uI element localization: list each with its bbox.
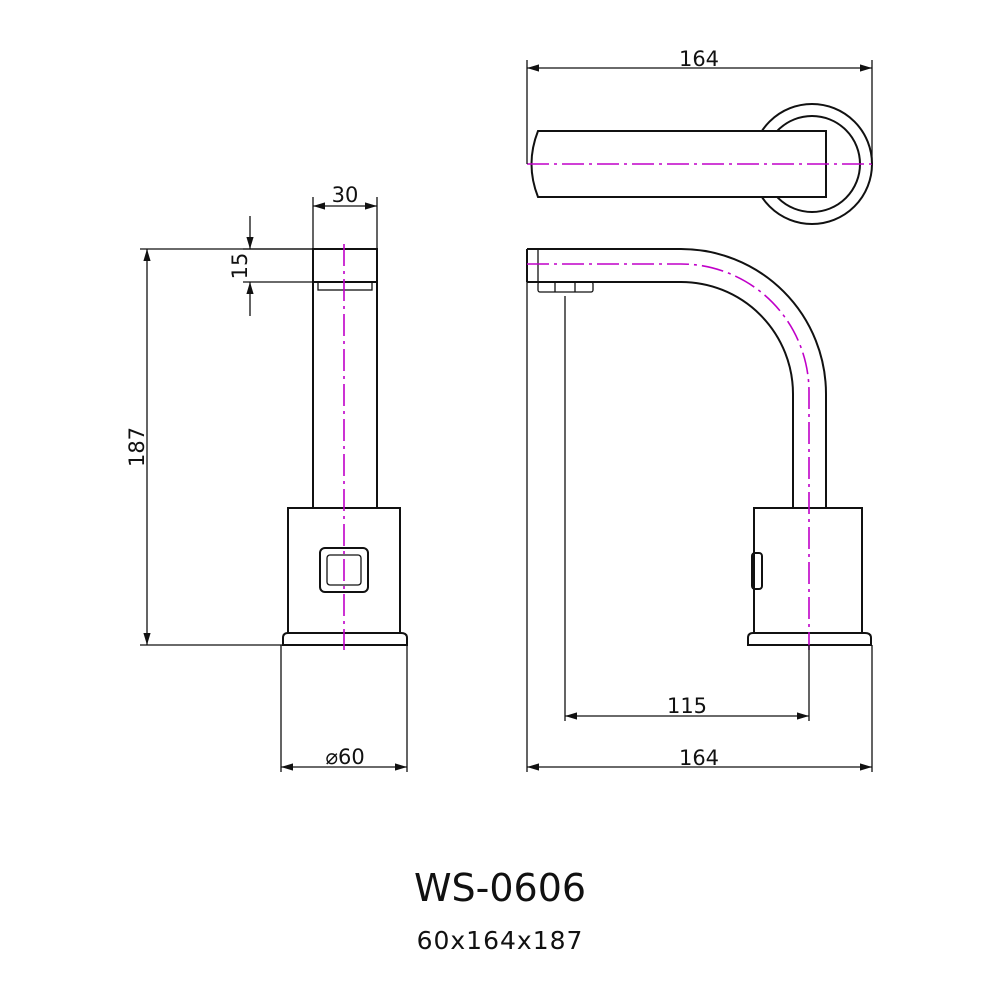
overall-size: 60x164x187 xyxy=(416,926,584,955)
front-base xyxy=(282,632,408,646)
front-aerator xyxy=(317,281,373,291)
dim-top-width: 164 xyxy=(679,47,719,71)
sensor-window xyxy=(319,547,369,593)
side-spout-outer xyxy=(527,248,827,508)
front-spout-head xyxy=(312,248,378,283)
model-number: WS-0606 xyxy=(413,866,587,910)
dim-height: 187 xyxy=(125,427,149,467)
side-view: 115 164 xyxy=(526,248,873,772)
front-view: 30 15 187 ⌀60 xyxy=(125,183,408,772)
dim-spout-thickness: 15 xyxy=(228,253,252,280)
side-spout-inner xyxy=(538,281,794,508)
dim-spout-width: 30 xyxy=(332,183,359,207)
dim-base-diameter: ⌀60 xyxy=(325,745,364,769)
side-centerline xyxy=(527,263,810,650)
top-view: 164 xyxy=(526,47,873,225)
side-aerator xyxy=(537,281,594,293)
side-body xyxy=(753,507,863,634)
dim-reach: 115 xyxy=(667,694,707,718)
dim-bottom-width: 164 xyxy=(679,746,719,770)
side-base xyxy=(747,632,872,646)
side-sensor xyxy=(751,552,763,590)
